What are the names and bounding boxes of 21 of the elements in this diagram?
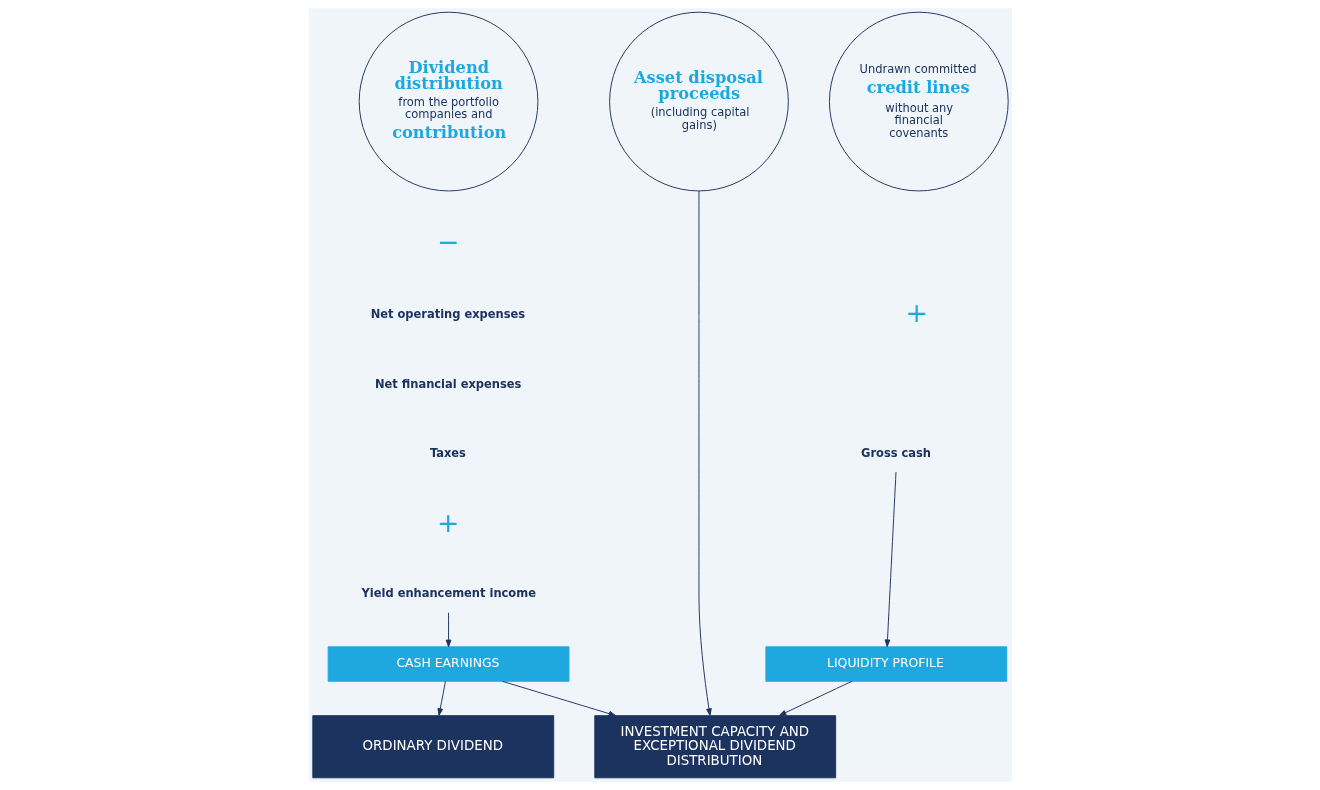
label: + <box>436 506 459 538</box>
arrow <box>501 680 616 717</box>
node-box: LIQUIDITY PROFILE <box>764 646 1007 682</box>
node-text: Yield enhancement income <box>361 586 536 601</box>
label: + <box>904 297 928 329</box>
arrow <box>436 680 446 716</box>
arrow <box>778 680 852 717</box>
label: Taxes <box>429 445 466 460</box>
arrow <box>884 471 896 648</box>
node-box: CASH EARNINGS <box>327 646 569 682</box>
node-circle: Asset disposal proceeds (including capital gains) <box>608 11 789 192</box>
arrow <box>698 190 712 716</box>
node-text: Gross cash <box>860 445 931 460</box>
node-box: ORDINARY DIVIDEND <box>311 715 554 779</box>
node-box: INVESTMENT CAPACITY AND EXCEPTIONAL DIVIDEND DISTRIBUTION <box>593 715 836 779</box>
label: Net financial expenses <box>374 376 521 391</box>
arrow <box>445 612 451 648</box>
node-circle: Undrawn committed credit lines without any financial covenants <box>828 11 1009 192</box>
node-circle: Dividend distribution from the portfolio companies and contribution <box>358 11 538 192</box>
label: Net operating expenses <box>370 306 525 321</box>
label: − <box>436 225 459 257</box>
